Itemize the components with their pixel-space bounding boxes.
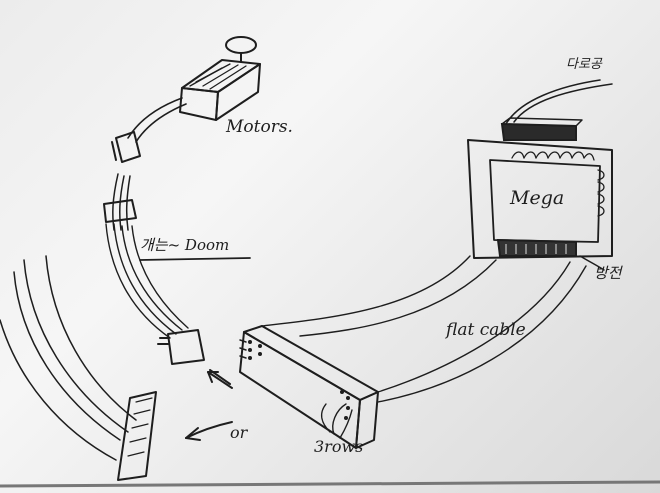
mega-label: Mega <box>509 187 564 209</box>
flat-cable-label: flat cable <box>444 320 526 340</box>
flat-cable-wires <box>262 256 586 402</box>
motor-cable <box>128 98 186 142</box>
or-arrow-icon <box>186 422 232 440</box>
motor-connector-icon <box>112 132 140 162</box>
rows-label: 3rows <box>314 437 363 456</box>
flat-cable-connector-icon <box>240 326 378 448</box>
underline <box>140 258 250 260</box>
motors-label: Motors. <box>225 117 293 137</box>
alt-connector-icon <box>118 392 156 480</box>
paper-edge <box>0 482 660 486</box>
or-label: or <box>230 423 249 442</box>
korean-middle-label: 개는~ Doom <box>140 236 229 254</box>
korean-top-label: 다로공 <box>566 57 603 72</box>
mega-top-cable <box>506 80 612 124</box>
arrow-icon <box>208 370 232 388</box>
motor-icon <box>180 37 260 120</box>
korean-bottom-label: 방전 <box>594 264 624 282</box>
left-curves <box>0 256 136 460</box>
